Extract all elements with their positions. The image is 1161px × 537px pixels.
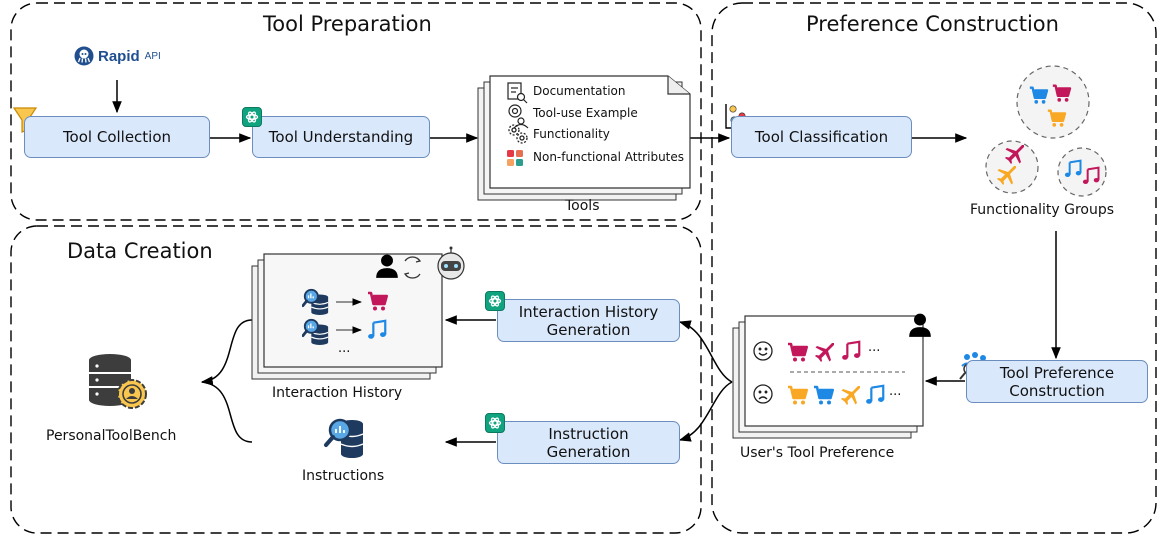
gears-icon [508,124,528,144]
color-grid-icon [507,150,523,166]
instruction-generation-line-2: Generation [546,442,631,461]
group-flight-circle [985,140,1039,194]
history-ellipsis: ... [338,341,351,356]
users-tool-preference-caption: User's Tool Preference [740,445,895,461]
section-title-tool-preparation: Tool Preparation [263,12,432,36]
tool-classification-box: Tool Classification [731,116,912,158]
tools-item-functionality: Functionality [533,127,610,141]
section-frame-preference-construction [711,2,1157,534]
curve-history-to-bench [200,319,253,386]
section-frame-data-creation [10,225,702,534]
instructions-caption: Instructions [302,468,385,484]
sad-face-icon [753,384,773,404]
tools-item-tool-use-example: Tool-use Example [533,106,638,120]
instruction-generation-line-1: Instruction [548,424,629,443]
interaction-history-generation-line-1: Interaction History [518,302,659,321]
curve-card-to-instrgen [678,381,733,442]
preference-ellipsis-like: ... [868,340,881,355]
rapidapi-octopus-icon [74,46,94,66]
preference-ellipsis-dislike: ... [889,384,902,399]
tools-caption: Tools [565,198,600,214]
rapidapi-logo: Rapid API [74,46,161,66]
openai-icon [242,107,262,127]
tools-item-documentation: Documentation [533,84,626,98]
tool-collection-label: Tool Collection [62,128,172,146]
robot-icon [437,246,465,280]
openai-icon [485,291,505,311]
history-card-stack [251,253,443,380]
interaction-history-caption: Interaction History [272,385,403,401]
group-shopping-circle [1016,65,1090,139]
tools-item-non-functional-attributes: Non-functional Attributes [533,150,685,164]
curve-instructions-to-bench [201,381,253,443]
section-title-preference-construction: Preference Construction [806,12,1059,36]
personal-tool-bench-caption: PersonalToolBench [46,428,177,444]
interaction-history-generation-line-2: Generation [546,320,631,339]
database-settings-icon [89,354,147,409]
section-title-data-creation: Data Creation [67,239,213,263]
tool-preference-construction-line-1: Tool Preference [999,363,1115,382]
tool-understanding-box: Tool Understanding [252,116,430,158]
curve-card-to-ihgen [678,320,733,383]
preference-card-stack [732,315,924,439]
sync-arrows-icon [403,256,422,279]
openai-icon [485,413,505,433]
tool-preference-construction-line-2: Construction [1009,381,1105,400]
instruction-generation-box: Instruction Generation [497,421,680,464]
instructions-icon [324,418,364,458]
interaction-history-generation-box: Interaction History Generation [497,299,680,342]
group-music-circle [1057,147,1107,197]
tool-collection-box: Tool Collection [24,116,210,158]
document-search-icon [507,82,528,104]
rapidapi-brand: Rapid [98,47,140,65]
functionality-groups-caption: Functionality Groups [970,202,1115,218]
rapidapi-suffix: API [144,50,161,62]
gear-person-icon [508,104,529,129]
smile-face-icon [753,341,773,361]
tool-understanding-label: Tool Understanding [268,128,414,146]
tool-classification-label: Tool Classification [754,128,889,146]
tool-preference-construction-box: Tool Preference Construction [966,360,1148,403]
